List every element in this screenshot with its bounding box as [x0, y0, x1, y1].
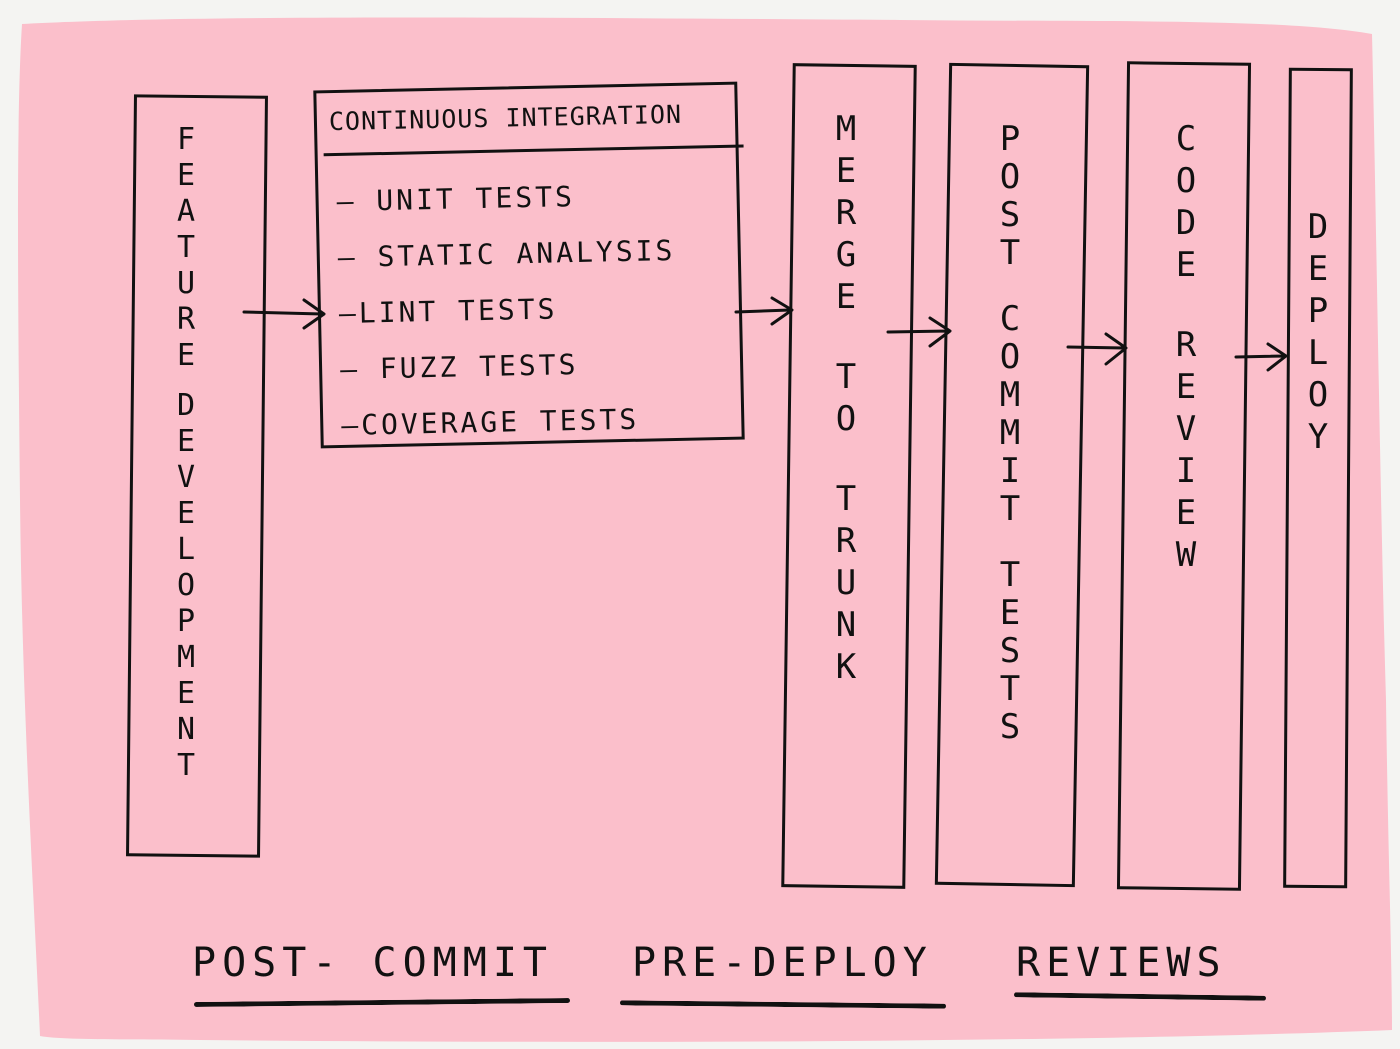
letter: Y	[1307, 417, 1329, 457]
letter: O	[1175, 161, 1197, 201]
letter: U	[176, 266, 196, 301]
letter: T	[176, 748, 196, 783]
letter: E	[1175, 493, 1197, 533]
letter: P	[176, 604, 196, 639]
paper-shape	[18, 17, 1392, 1042]
letter: I	[999, 451, 1021, 491]
letter: M	[999, 375, 1021, 415]
ci-item: – STATIC ANALYSIS	[337, 233, 676, 274]
ci-item: – FUZZ TESTS	[339, 347, 579, 386]
letter: D	[1175, 203, 1197, 243]
letter: E	[176, 496, 196, 531]
arrows	[242, 296, 1288, 372]
letter: E	[176, 158, 196, 193]
letter: U	[835, 563, 857, 603]
letter: N	[176, 712, 196, 747]
letter: E	[176, 424, 196, 459]
letter: S	[999, 631, 1021, 671]
ci-item: –LINT TESTS	[338, 292, 558, 330]
letter: E	[176, 338, 196, 373]
letter: E	[835, 277, 857, 317]
letter: T	[835, 357, 857, 397]
footer-reviews: REVIEWS	[1016, 940, 1227, 986]
letter: E	[1175, 245, 1197, 285]
arrow-postcommit-to-review	[1066, 332, 1128, 366]
letter: F	[176, 122, 196, 157]
letter: O	[176, 568, 196, 603]
letter: L	[176, 532, 196, 567]
letter: T	[999, 489, 1021, 529]
letter: K	[835, 647, 857, 687]
letter: O	[999, 337, 1021, 377]
arrow-ci-to-merge	[734, 296, 794, 326]
ci-item: – UNIT TESTS	[336, 180, 576, 219]
letter: R	[176, 302, 196, 337]
letter: P	[999, 119, 1021, 159]
letter: C	[1175, 119, 1197, 159]
letter: D	[1307, 207, 1329, 247]
letter: R	[1175, 325, 1197, 365]
letter: E	[176, 676, 196, 711]
letter: T	[999, 233, 1021, 273]
letter: M	[835, 109, 857, 149]
letter: W	[1175, 535, 1197, 575]
ci-item: –COVERAGE TESTS	[340, 402, 640, 442]
deploy-column	[1283, 67, 1353, 889]
letter: S	[999, 195, 1021, 235]
letter: I	[1175, 451, 1197, 491]
arrow-review-to-deploy	[1234, 342, 1288, 372]
letter: V	[176, 460, 196, 495]
letter: O	[1307, 375, 1329, 415]
footer-pre-deploy: PRE-DEPLOY	[632, 940, 933, 986]
ci-checklist: – UNIT TESTS – STATIC ANALYSIS –LINT TESTS…	[336, 178, 679, 465]
letter: E	[999, 593, 1021, 633]
letter: T	[176, 230, 196, 265]
letter: P	[1307, 291, 1329, 331]
letter: E	[1307, 249, 1329, 289]
letter: G	[835, 235, 857, 275]
letter: E	[835, 151, 857, 191]
letter: T	[999, 669, 1021, 709]
letter: R	[835, 521, 857, 561]
footer-post-commit: POST- COMMIT	[192, 940, 553, 986]
continuous-integration-box: CONTINUOUS INTEGRATION – UNIT TESTS – STA…	[313, 81, 745, 449]
arrow-feature-to-ci	[242, 298, 326, 330]
letter: L	[1307, 333, 1329, 373]
arrow-merge-to-postcommit	[886, 316, 952, 348]
letter: V	[1175, 409, 1197, 449]
letter: M	[999, 413, 1021, 453]
letter: N	[835, 605, 857, 645]
letter: A	[176, 194, 196, 229]
letter: O	[999, 157, 1021, 197]
letter: R	[835, 193, 857, 233]
letter: M	[176, 640, 196, 675]
letter: E	[1175, 367, 1197, 407]
letter: S	[999, 707, 1021, 747]
ci-title-rule	[323, 144, 744, 157]
letter: T	[999, 555, 1021, 595]
ci-title: CONTINUOUS INTEGRATION	[328, 99, 683, 137]
letter: O	[835, 399, 857, 439]
letter: T	[835, 479, 857, 519]
letter: C	[999, 299, 1021, 339]
letter: D	[176, 388, 196, 423]
